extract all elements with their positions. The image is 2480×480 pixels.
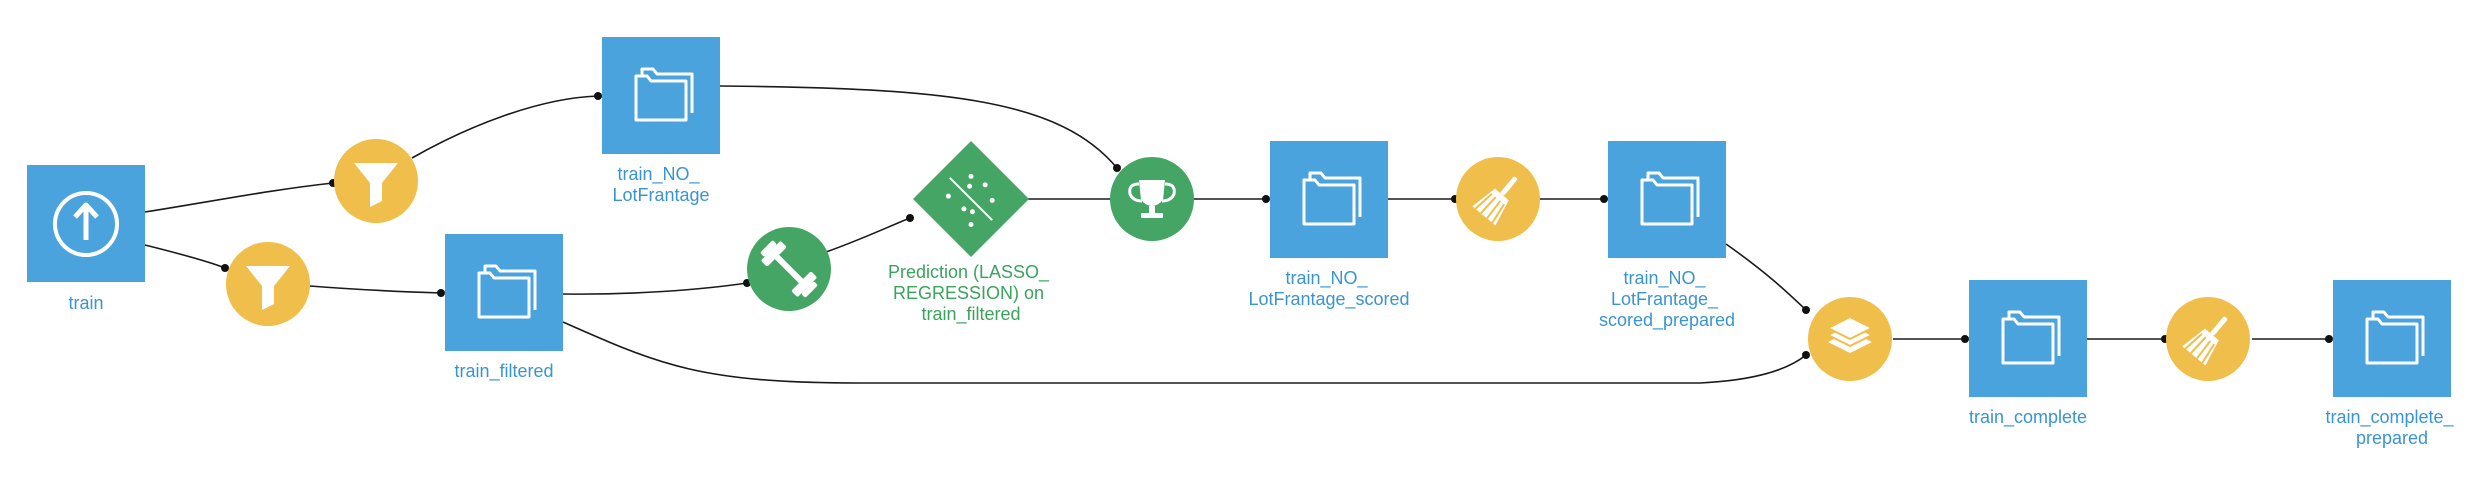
- node-label: train_filtered: [454, 361, 553, 382]
- edge-train-to-filter-top: [144, 182, 334, 213]
- node-train-no-lotfrontage-scored-prepared[interactable]: train_NO_ LotFrantage_ scored_prepared: [1599, 141, 1735, 331]
- dataset-box[interactable]: [1270, 141, 1388, 258]
- node-label: Prediction (LASSO_ REGRESSION) on train_…: [888, 262, 1054, 325]
- trophy-icon: [1128, 180, 1176, 218]
- dataset-box[interactable]: [1608, 141, 1726, 258]
- node-train[interactable]: train: [27, 165, 145, 313]
- node-train-recipe[interactable]: [747, 227, 831, 311]
- node-label-line: Prediction (LASSO_: [888, 262, 1050, 283]
- edge-dot: [1262, 195, 1270, 203]
- node-filter-top[interactable]: [334, 139, 418, 223]
- edge-filter-bottom-to-train-filtered: [309, 285, 442, 294]
- edge-filter-top-to-train-no-lotfrontage: [411, 95, 599, 159]
- node-label-line: REGRESSION) on: [893, 283, 1044, 303]
- node-train-complete[interactable]: train_complete: [1969, 280, 2087, 428]
- node-label-line: train_NO_: [1285, 268, 1368, 289]
- dataset-box[interactable]: [445, 234, 563, 351]
- edge-dot: [1600, 195, 1608, 203]
- edge-dot: [594, 92, 602, 100]
- edge-dot: [906, 214, 914, 222]
- node-label: train_complete: [1969, 407, 2087, 428]
- edge-dot: [1802, 351, 1810, 359]
- node-label-line: prepared: [2356, 428, 2428, 448]
- edge-train-filtered-to-train-recipe: [562, 282, 748, 295]
- dumbbell-icon: [760, 240, 818, 298]
- node-label: train_NO_ LotFrantage_ scored_prepared: [1599, 268, 1735, 331]
- node-label-line: train_complete_: [2325, 407, 2454, 428]
- upload-icon: [53, 191, 119, 257]
- node-label-line: LotFrantage_scored: [1248, 289, 1409, 310]
- stack-icon: [1825, 315, 1875, 353]
- node-label-line: train_filtered: [921, 304, 1020, 325]
- node-train-complete-prepared[interactable]: train_complete_ prepared: [2325, 280, 2458, 448]
- node-prepare-recipe-1[interactable]: [1456, 157, 1540, 241]
- node-label-line: train_NO_: [1623, 268, 1706, 289]
- node-train-no-lotfrontage-scored[interactable]: train_NO_ LotFrantage_scored: [1248, 141, 1410, 310]
- node-label-line: LotFrantage_: [1611, 289, 1719, 310]
- edges: [144, 85, 2329, 384]
- edge-scored-prepared-to-stack: [1725, 243, 1807, 311]
- node-train-no-lotfrontage[interactable]: train_NO_ LotFrantage: [602, 37, 720, 205]
- edge-dot: [1802, 306, 1810, 314]
- node-train-filtered[interactable]: train_filtered: [445, 234, 563, 382]
- edge-train-to-filter-bottom: [144, 244, 226, 269]
- model-icon: [945, 173, 995, 227]
- node-label: train: [68, 293, 103, 313]
- edge-train-filtered-to-stack: [562, 321, 1807, 384]
- node-stack-recipe[interactable]: [1808, 297, 1892, 381]
- node-label-line: LotFrantage: [612, 185, 709, 205]
- edge-dot: [1113, 164, 1121, 172]
- edge-train-recipe-to-prediction: [825, 217, 911, 253]
- edge-dot: [437, 289, 445, 297]
- node-label-line: train_NO_: [617, 164, 700, 185]
- dataset-box[interactable]: [2333, 280, 2451, 397]
- node-label-line: scored_prepared: [1599, 310, 1735, 331]
- node-score-recipe[interactable]: [1110, 157, 1194, 241]
- node-label: train_complete_ prepared: [2325, 407, 2458, 448]
- edge-train-no-lotfrontage-to-score: [719, 85, 1118, 169]
- node-label: train_NO_ LotFrantage_scored: [1248, 268, 1409, 310]
- edge-dot: [221, 264, 229, 272]
- dataset-box[interactable]: [1969, 280, 2087, 397]
- dataset-box[interactable]: [602, 37, 720, 154]
- node-label: train_NO_ LotFrantage: [612, 164, 709, 205]
- node-prediction-model[interactable]: Prediction (LASSO_ REGRESSION) on train_…: [888, 141, 1054, 325]
- node-prepare-recipe-2[interactable]: [2166, 297, 2250, 381]
- edge-dot: [2325, 335, 2333, 343]
- node-filter-bottom[interactable]: [226, 242, 310, 326]
- edge-dot: [1961, 335, 1969, 343]
